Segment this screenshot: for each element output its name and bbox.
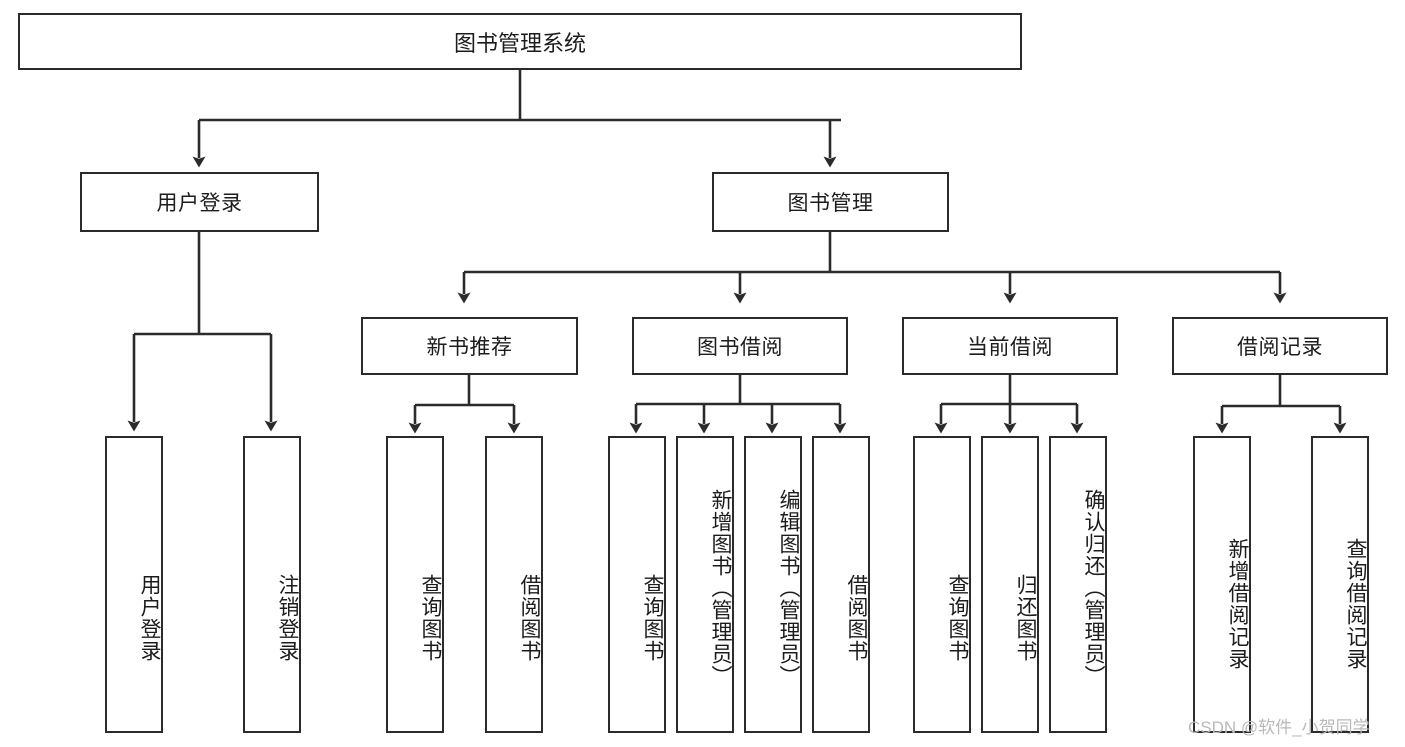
node-leaf-query-book-3[interactable]: 查询图书 (913, 436, 971, 733)
node-leaf-query-record[interactable]: 查询借阅记录 (1311, 436, 1369, 733)
node-label: 查询借阅记录 (1344, 537, 1367, 670)
node-root-book-management-system[interactable]: 图书管理系统 (18, 13, 1022, 70)
node-label: 借阅图书 (518, 573, 541, 662)
node-leaf-edit-book[interactable]: 编辑图书（管理员） (744, 436, 802, 733)
node-current-borrow[interactable]: 当前借阅 (902, 317, 1118, 375)
node-book-management[interactable]: 图书管理 (712, 172, 949, 232)
node-book-borrow[interactable]: 图书借阅 (632, 317, 848, 375)
node-leaf-query-book-2[interactable]: 查询图书 (608, 436, 666, 733)
node-label: 图书管理系统 (453, 30, 586, 56)
node-label: 图书借阅 (697, 336, 783, 359)
node-leaf-return-book[interactable]: 归还图书 (981, 436, 1039, 733)
node-label: 确认归还（管理员） (1082, 488, 1105, 687)
node-leaf-borrow-book-1[interactable]: 借阅图书 (485, 436, 543, 733)
node-label: 用户登录 (138, 573, 161, 662)
node-leaf-query-book-1[interactable]: 查询图书 (386, 436, 444, 733)
csdn-watermark: CSDN @软件_小贺同学 (1188, 718, 1370, 737)
node-label: 图书管理 (787, 192, 874, 215)
node-leaf-confirm-return[interactable]: 确认归还（管理员） (1049, 436, 1107, 733)
node-label: 当前借阅 (967, 336, 1053, 359)
node-leaf-add-book[interactable]: 新增图书（管理员） (676, 436, 734, 733)
node-label: 查询图书 (419, 573, 442, 662)
node-label: 查询图书 (946, 573, 969, 662)
node-label: 新增图书（管理员） (709, 488, 732, 687)
node-label: 借阅图书 (845, 573, 868, 662)
node-leaf-user-login[interactable]: 用户登录 (105, 436, 163, 733)
node-borrow-record[interactable]: 借阅记录 (1172, 317, 1388, 375)
node-label: 查询图书 (641, 573, 664, 662)
node-label: 注销登录 (276, 573, 299, 662)
node-leaf-logout-login[interactable]: 注销登录 (243, 436, 301, 733)
node-label: 编辑图书（管理员） (777, 488, 800, 687)
node-label: 归还图书 (1014, 573, 1037, 662)
node-leaf-borrow-book-2[interactable]: 借阅图书 (812, 436, 870, 733)
node-label: 借阅记录 (1237, 336, 1323, 359)
node-new-book-recommend[interactable]: 新书推荐 (361, 317, 578, 375)
node-label: 用户登录 (156, 192, 243, 215)
node-user-login[interactable]: 用户登录 (80, 172, 319, 232)
node-leaf-add-record[interactable]: 新增借阅记录 (1193, 436, 1251, 733)
node-label: 新增借阅记录 (1226, 537, 1249, 670)
node-label: 新书推荐 (426, 336, 513, 359)
